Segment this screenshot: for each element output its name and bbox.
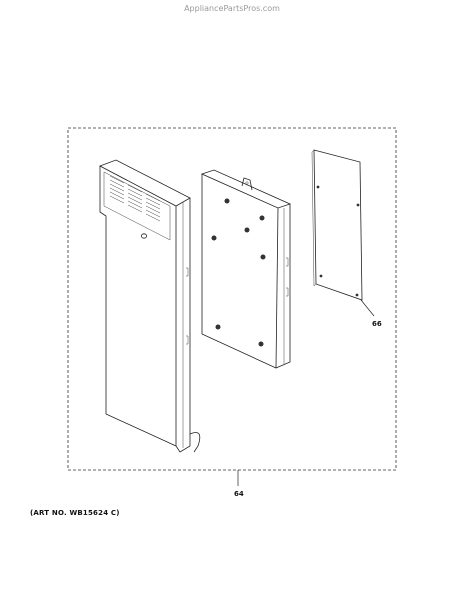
leader-line-66	[360, 299, 375, 317]
mounting-plate-part[interactable]	[200, 169, 292, 369]
callout-64[interactable]: 64	[234, 490, 244, 498]
callout-66[interactable]: 66	[372, 320, 382, 328]
flat-panel-part[interactable]	[311, 149, 363, 301]
site-watermark: AppliancePartsPros.com	[184, 4, 280, 13]
vent-cover-part[interactable]	[99, 159, 201, 453]
art-number-label: (ART NO. WB15624 C)	[30, 509, 120, 517]
